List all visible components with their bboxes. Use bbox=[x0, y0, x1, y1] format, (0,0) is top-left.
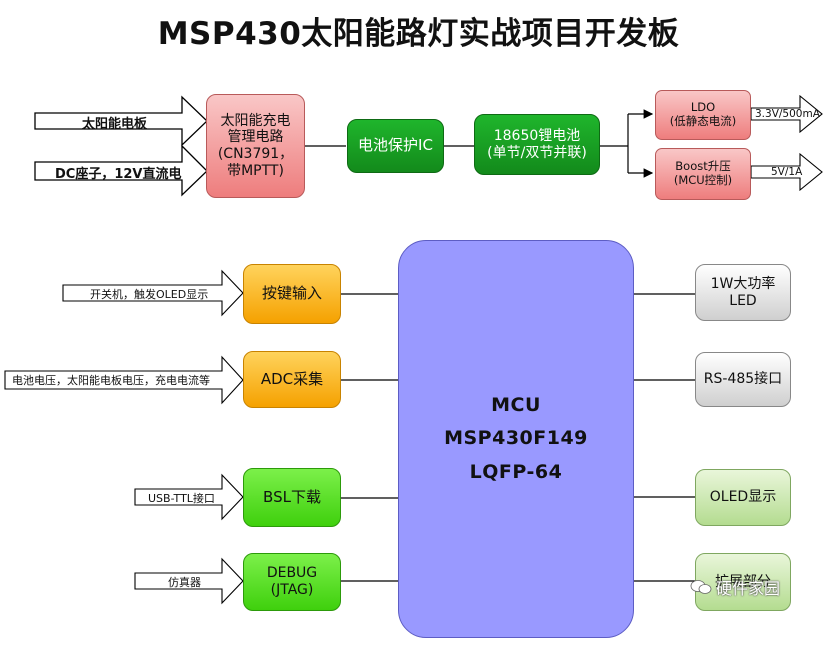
led-line-1: 1W大功率 bbox=[710, 275, 776, 292]
led-line-2: LED bbox=[729, 292, 757, 309]
debug-line-2: (JTAG) bbox=[270, 582, 314, 598]
bsl-box: BSL下载 bbox=[243, 468, 341, 527]
led-box: 1W大功率 LED bbox=[695, 264, 791, 321]
charger-line-1: 太阳能充电 bbox=[220, 112, 291, 129]
watermark: 硬件家园 bbox=[690, 575, 780, 599]
oled-box: OLED显示 bbox=[695, 469, 791, 526]
adc-title: ADC采集 bbox=[260, 369, 324, 388]
battery-protect-box: 电池保护IC bbox=[347, 119, 444, 173]
mcu-line-1: MCU bbox=[491, 394, 541, 417]
key-input-arrow bbox=[62, 269, 244, 317]
debug-box: DEBUG (JTAG) bbox=[243, 553, 341, 611]
oled-title: OLED显示 bbox=[709, 489, 777, 506]
battery-protect-label: 电池保护IC bbox=[358, 136, 433, 155]
adc-input-arrow bbox=[4, 355, 244, 405]
mcu-line-3: LQFP-64 bbox=[469, 460, 563, 483]
bsl-input-arrow bbox=[134, 473, 244, 521]
watermark-text: 硬件家园 bbox=[716, 579, 781, 598]
boost-box: Boost升压 (MCU控制) bbox=[655, 148, 751, 200]
ldo-output-arrow bbox=[750, 94, 823, 134]
charger-line-3: (CN3791， bbox=[217, 146, 294, 162]
rs485-title: RS-485接口 bbox=[703, 371, 783, 388]
boost-line-1: Boost升压 bbox=[675, 159, 731, 174]
ldo-box: LDO (低静态电流) bbox=[655, 90, 751, 140]
battery-box: 18650锂电池 (单节/双节并联) bbox=[474, 114, 600, 175]
ldo-line-1: LDO bbox=[690, 100, 716, 115]
key-input-title: 按键输入 bbox=[261, 284, 322, 303]
charger-box: 太阳能充电 管理电路 (CN3791， 带MPTT) bbox=[206, 94, 305, 198]
page-title: MSP430太阳能路灯实战项目开发板 bbox=[157, 16, 680, 52]
chat-bubbles-icon bbox=[690, 580, 712, 594]
battery-line-2: (单节/双节并联) bbox=[487, 144, 587, 161]
mcu-block: MCU MSP430F149 LQFP-64 bbox=[398, 240, 634, 638]
battery-line-1: 18650锂电池 bbox=[493, 127, 581, 144]
boost-line-2: (MCU控制) bbox=[673, 173, 733, 187]
rs485-box: RS-485接口 bbox=[695, 352, 791, 407]
dc-input-arrow bbox=[34, 144, 208, 197]
key-input-label: 开关机，触发OLED显示 bbox=[90, 288, 209, 301]
adc-box: ADC采集 bbox=[243, 351, 341, 408]
solar-input-arrow bbox=[34, 95, 208, 147]
solar-input-label: 太阳能电板 bbox=[82, 117, 148, 132]
ldo-line-2: (低静态电流) bbox=[669, 114, 737, 128]
debug-input-arrow bbox=[134, 557, 244, 605]
dc-input-label: DC座子，12V直流电 bbox=[55, 167, 182, 182]
adc-input-label: 电池电压，太阳能电板电压，充电电流等 bbox=[12, 374, 210, 387]
charger-line-4: 带MPTT) bbox=[227, 162, 284, 179]
debug-line-1: DEBUG bbox=[266, 565, 318, 582]
debug-input-label: 仿真器 bbox=[168, 576, 201, 589]
boost-output-label: 5V/1A bbox=[771, 166, 803, 178]
bsl-title: BSL下载 bbox=[263, 487, 321, 506]
ext-box: 扩展部分 bbox=[695, 553, 791, 611]
mcu-line-2: MSP430F149 bbox=[444, 427, 588, 450]
ldo-output-label: 3.3V/500mA bbox=[755, 108, 820, 120]
charger-line-2: 管理电路 bbox=[227, 129, 284, 146]
bsl-input-label: USB-TTL接口 bbox=[148, 492, 215, 505]
boost-output-arrow bbox=[750, 152, 823, 192]
key-input-box: 按键输入 bbox=[243, 264, 341, 324]
ext-title: 扩展部分 bbox=[715, 573, 771, 590]
